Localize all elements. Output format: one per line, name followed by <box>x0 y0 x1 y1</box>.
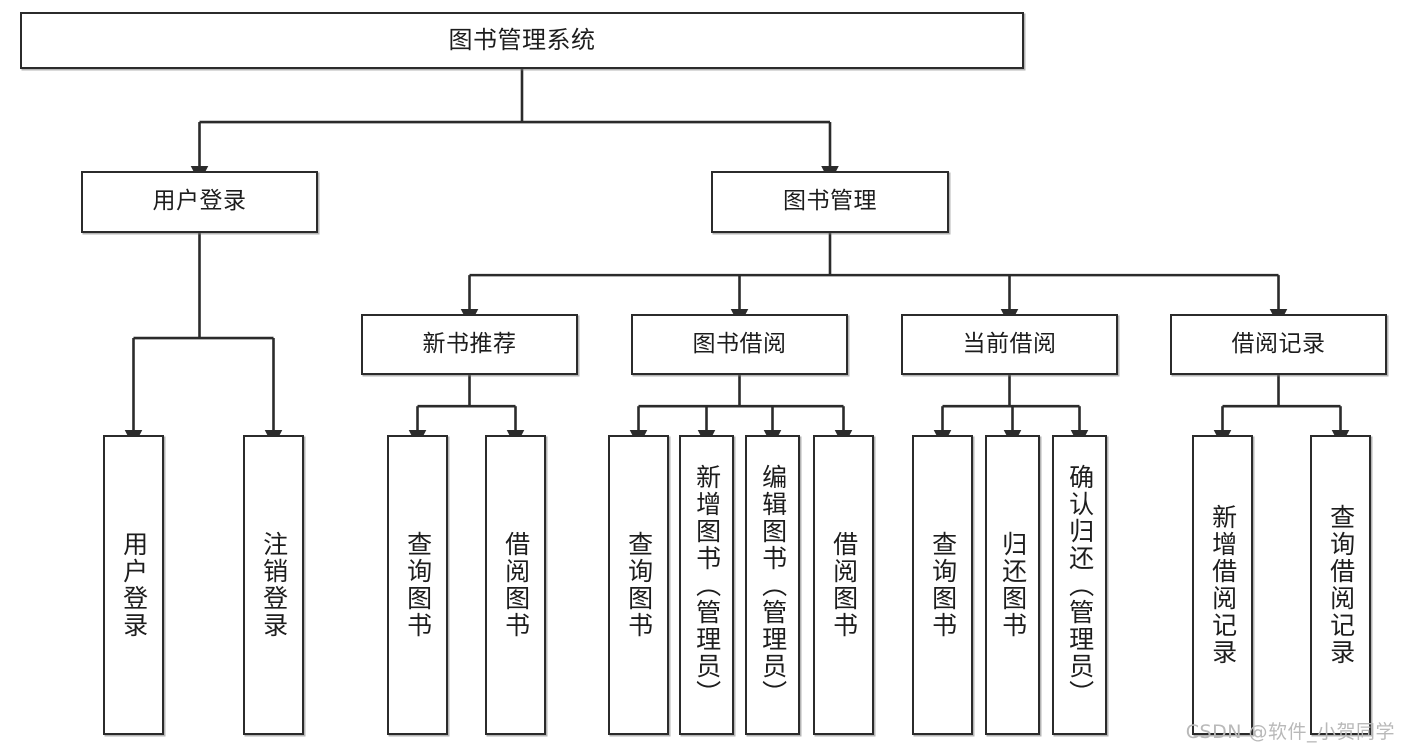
node-new-book-recommend[interactable]: 新书推荐 <box>361 314 578 375</box>
node-leaf-return-book[interactable]: 归还图书 <box>985 435 1040 735</box>
node-leaf-logout[interactable]: 注销登录 <box>243 435 304 735</box>
node-label: 图书借阅 <box>692 330 787 357</box>
node-label: 借阅图书 <box>501 531 531 639</box>
node-leaf-add-book[interactable]: 新增图书（管理员） <box>679 435 734 735</box>
node-book-management[interactable]: 图书管理 <box>711 171 949 233</box>
node-label: 查询借阅记录 <box>1326 504 1356 666</box>
node-label: 查询图书 <box>624 531 654 639</box>
node-root[interactable]: 图书管理系统 <box>20 12 1024 69</box>
node-leaf-query-book-1[interactable]: 查询图书 <box>387 435 448 735</box>
node-leaf-borrow-book-1[interactable]: 借阅图书 <box>485 435 546 735</box>
node-book-borrow[interactable]: 图书借阅 <box>631 314 848 375</box>
node-leaf-add-borrow-record[interactable]: 新增借阅记录 <box>1192 435 1253 735</box>
node-leaf-confirm-return[interactable]: 确认归还（管理员） <box>1052 435 1107 735</box>
node-leaf-borrow-book-2[interactable]: 借阅图书 <box>813 435 874 735</box>
node-leaf-query-borrow-record[interactable]: 查询借阅记录 <box>1310 435 1371 735</box>
node-leaf-user-login[interactable]: 用户登录 <box>103 435 164 735</box>
node-label: 查询图书 <box>928 531 958 639</box>
node-label: 新书推荐 <box>422 330 517 357</box>
node-label: 归还图书 <box>998 531 1028 639</box>
node-leaf-query-book-3[interactable]: 查询图书 <box>912 435 973 735</box>
node-leaf-edit-book[interactable]: 编辑图书（管理员） <box>745 435 800 735</box>
node-label: 确认归还（管理员） <box>1065 463 1095 707</box>
node-leaf-query-book-2[interactable]: 查询图书 <box>608 435 669 735</box>
node-label: 编辑图书（管理员） <box>758 463 788 707</box>
node-label: 图书管理 <box>783 188 877 215</box>
node-label: 新增图书（管理员） <box>692 463 722 707</box>
node-label: 当前借阅 <box>962 330 1057 357</box>
node-label: 图书管理系统 <box>448 26 596 55</box>
node-current-borrow[interactable]: 当前借阅 <box>901 314 1118 375</box>
node-label: 借阅图书 <box>829 531 859 639</box>
watermark-text: CSDN @软件_小贺同学 <box>1185 721 1395 743</box>
node-label: 新增借阅记录 <box>1208 504 1238 666</box>
node-label: 用户登录 <box>119 531 149 639</box>
node-label: 用户登录 <box>152 188 247 215</box>
node-label: 查询图书 <box>403 531 433 639</box>
node-label: 借阅记录 <box>1231 330 1326 357</box>
node-borrow-record[interactable]: 借阅记录 <box>1170 314 1387 375</box>
node-user-login[interactable]: 用户登录 <box>81 171 318 233</box>
node-label: 注销登录 <box>259 531 289 639</box>
